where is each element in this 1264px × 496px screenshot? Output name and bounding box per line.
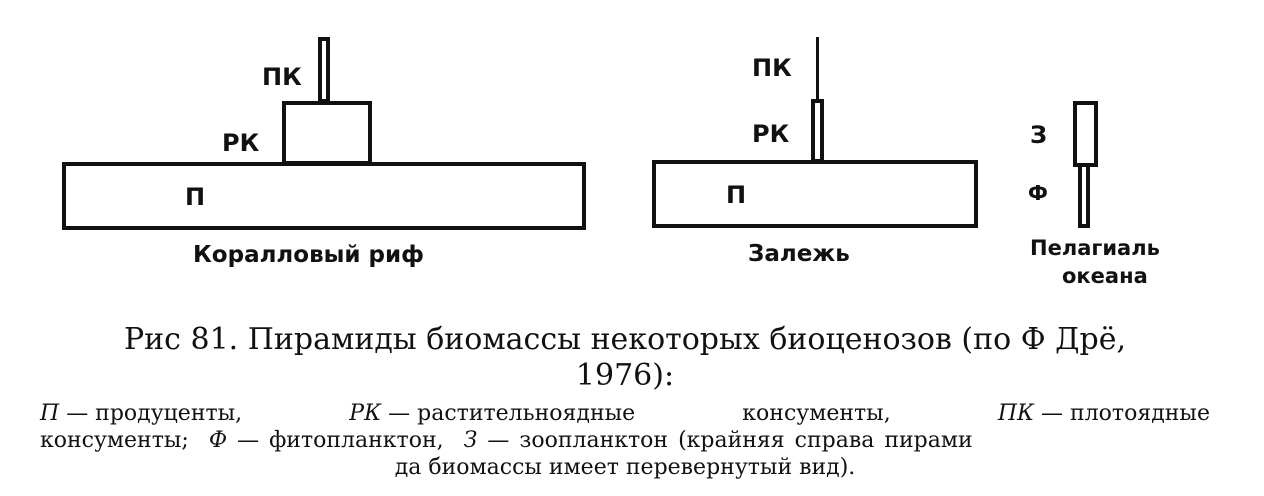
fallow-p-box: [652, 160, 978, 228]
legend-z-code: З: [463, 428, 478, 453]
legend-line1: П — продуценты, РК — растительноядные ко…: [40, 400, 1210, 427]
fallow-title: Залежь: [748, 241, 850, 267]
figure-caption: Рис 81. Пирамиды биомассы некоторых биоц…: [40, 322, 1210, 394]
fallow-rk-label: РК: [752, 120, 790, 148]
coral-reef-pk-bar: [318, 37, 330, 103]
legend-z-text: — зоопланктон (крайняя справа пирами: [487, 428, 973, 453]
legend-rk-text2: консументы,: [742, 401, 891, 426]
ocean-title-line2: океана: [1062, 264, 1148, 288]
figure-caption-line1: Рис 81. Пирамиды биомассы некоторых биоц…: [123, 322, 1127, 357]
coral-reef-p-box: [62, 162, 586, 230]
legend-p-text: — продуценты,: [66, 401, 243, 426]
ocean-f-label: Ф: [1028, 181, 1048, 205]
fallow-pk-label: ПК: [752, 54, 792, 82]
legend-line2: консументы; Ф — фитопланктон, З — зоопла…: [40, 427, 1210, 454]
legend-rk: РК — растительноядные: [349, 400, 635, 427]
fallow-pk-line: [816, 37, 819, 101]
legend-rk-code: РК: [349, 401, 382, 426]
fallow-rk-bar: [811, 99, 824, 163]
legend-f-text: — фитопланктон,: [237, 428, 444, 453]
legend-consumers: консументы;: [40, 428, 189, 453]
legend-line3: да биомассы имеет перевернутый вид).: [394, 455, 856, 480]
fallow-p-label: П: [726, 181, 747, 209]
legend-pk-text: — плотоядные: [1041, 401, 1210, 426]
coral-reef-title: Коралловый риф: [193, 242, 424, 268]
legend-pk-code: ПК: [997, 401, 1035, 426]
ocean-z-label: З: [1030, 121, 1048, 149]
ocean-f-bar: [1078, 163, 1090, 228]
ocean-title-line1: Пелагиаль: [1030, 236, 1160, 260]
legend-p: П — продуценты,: [40, 400, 242, 427]
legend-p-code: П: [40, 401, 60, 426]
legend-f-code: Ф: [208, 428, 228, 453]
coral-reef-p-label: П: [185, 183, 206, 211]
figure-caption-line2: 1976):: [575, 358, 675, 393]
legend-pk: ПК — плотоядные: [998, 400, 1210, 427]
coral-reef-rk-box: [282, 101, 372, 165]
legend-rk-text: — растительноядные: [388, 401, 636, 426]
figure-legend: П — продуценты, РК — растительноядные ко…: [40, 400, 1210, 481]
coral-reef-pk-label: ПК: [262, 63, 302, 91]
ocean-z-bar: [1073, 101, 1098, 167]
coral-reef-rk-label: РК: [222, 129, 260, 157]
